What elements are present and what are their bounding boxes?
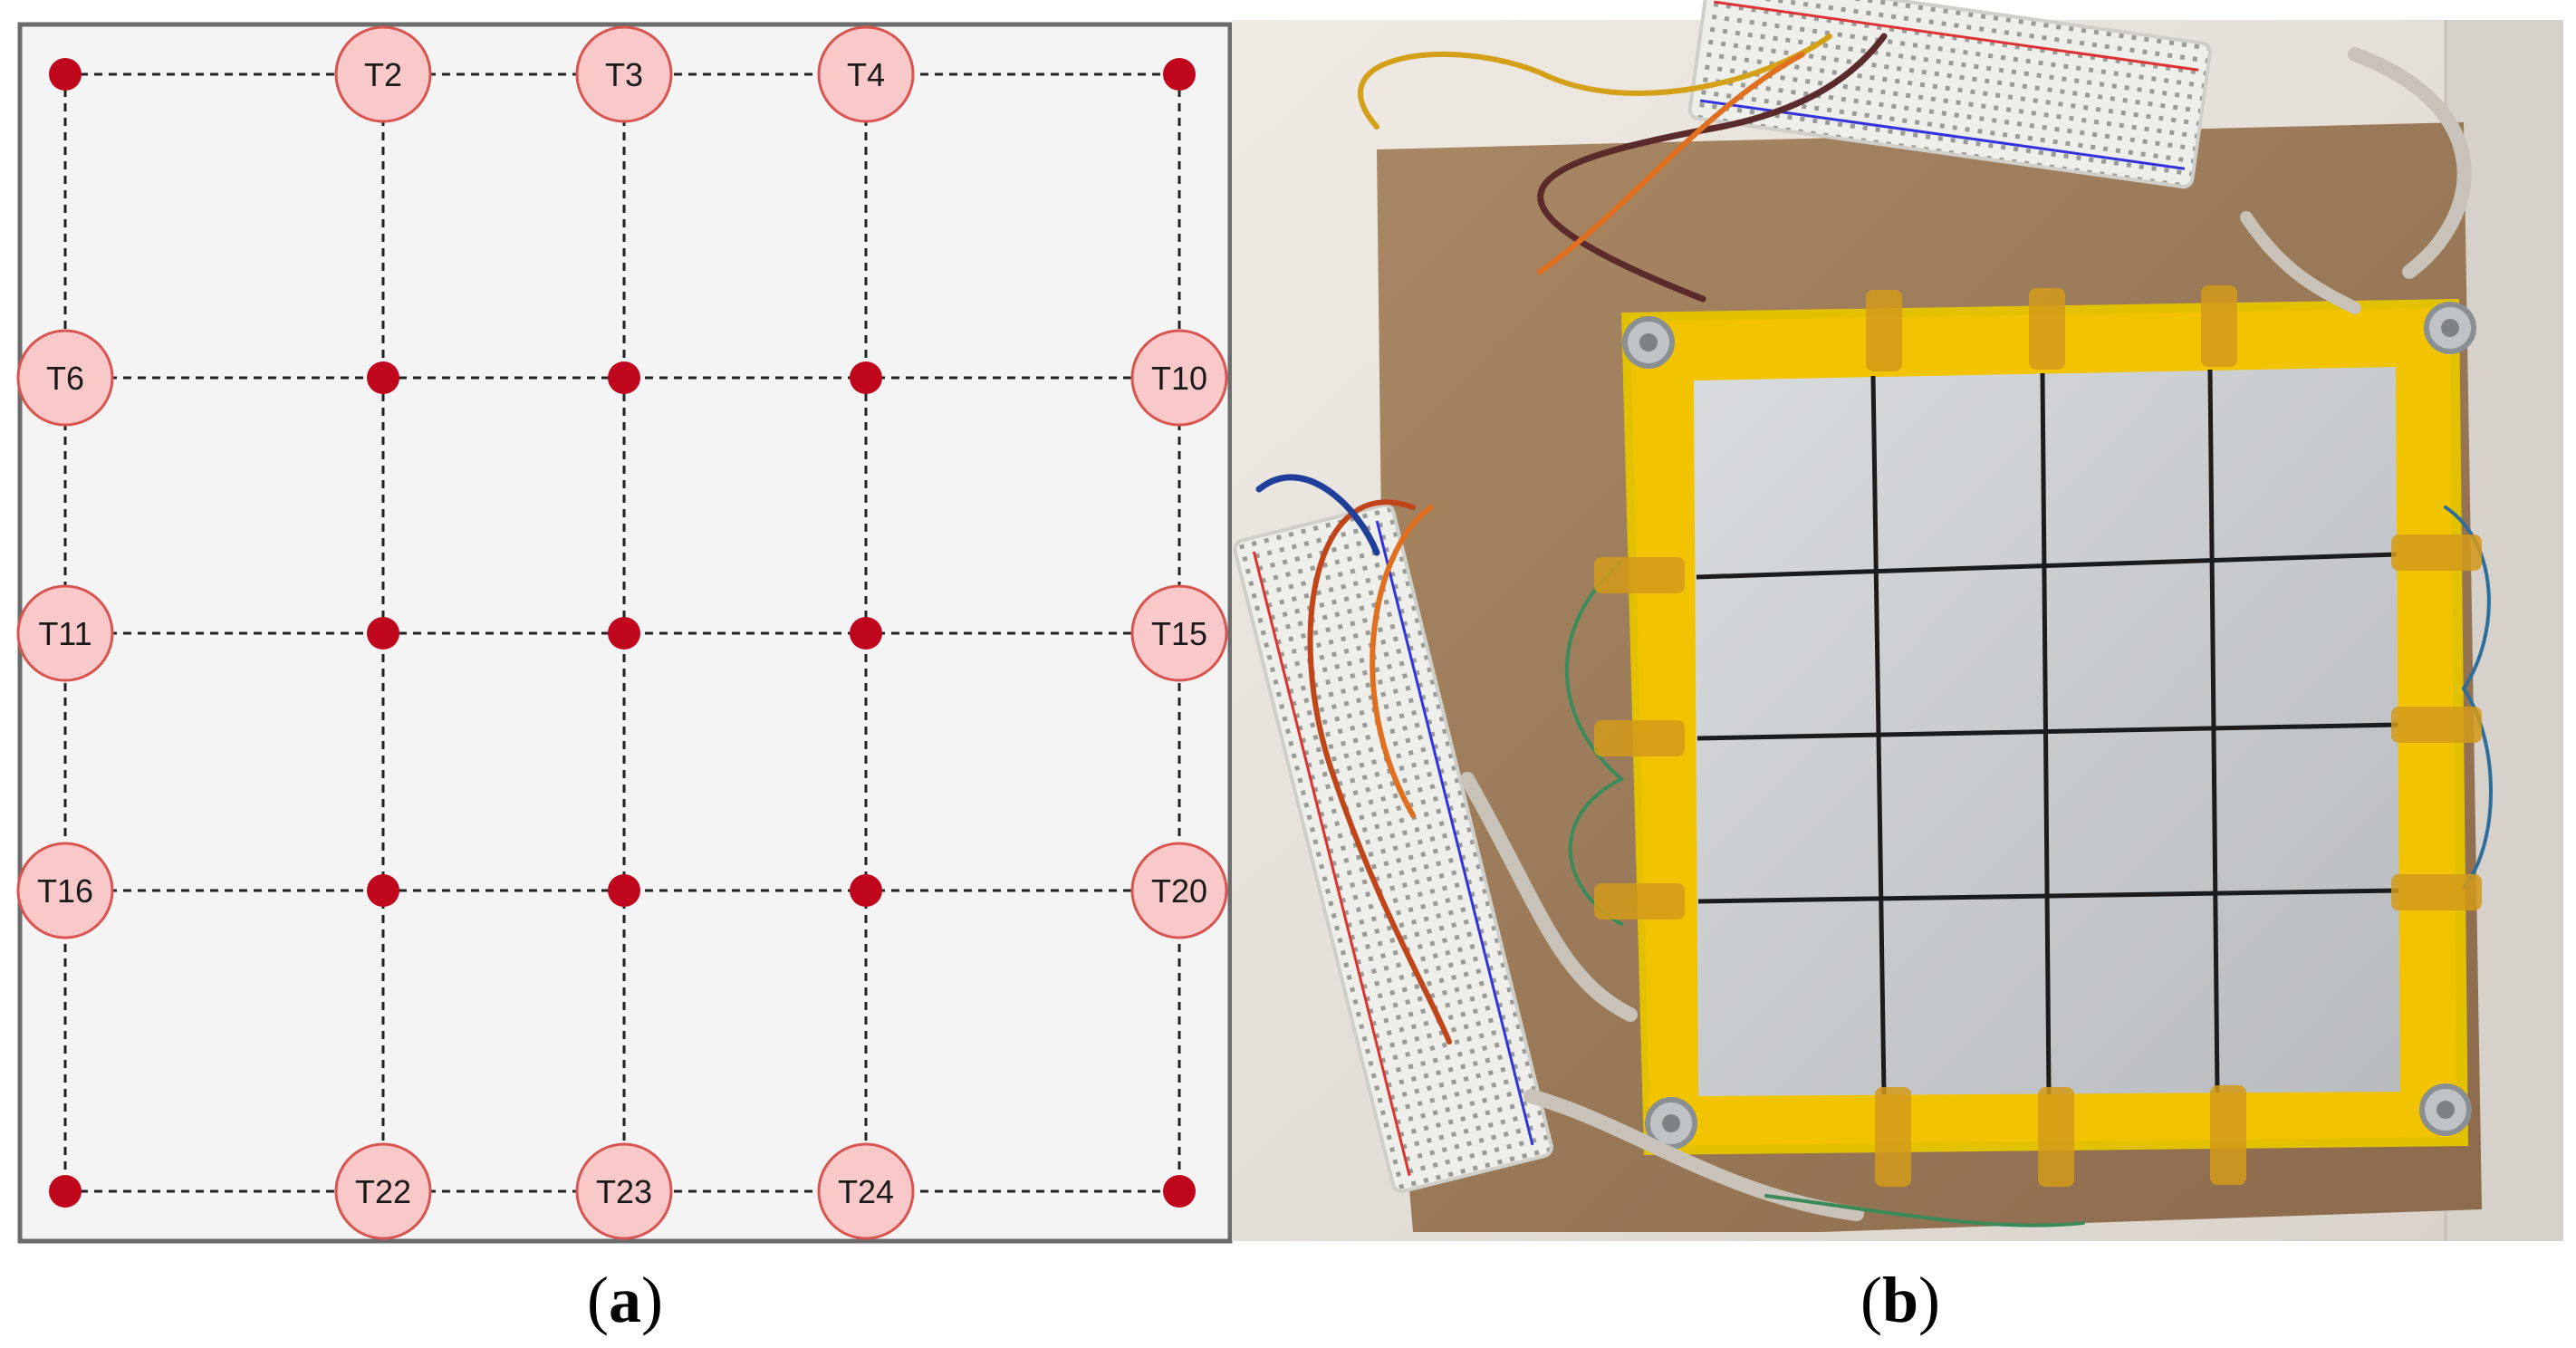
thermocouple-circle	[16, 842, 114, 939]
thermocouple-circle	[575, 1142, 673, 1240]
caption-a: (a)	[587, 1264, 663, 1336]
sensor-dot	[608, 874, 640, 907]
caption-a-letter: a	[609, 1264, 641, 1336]
sensor-dot	[367, 617, 399, 650]
thermocouple-label: T10	[1151, 360, 1207, 397]
bolt-icon	[2424, 302, 2476, 354]
caption-b: (b)	[1860, 1264, 1940, 1336]
sensor-dot	[850, 617, 882, 650]
thermocouple-marker: T22	[334, 1142, 432, 1240]
bolt-icon	[2419, 1083, 2472, 1136]
heated-plate	[1621, 299, 2476, 1155]
thermocouple-label: T20	[1151, 872, 1207, 910]
thermocouple-label: T2	[364, 56, 402, 93]
thermocouple-circle	[817, 25, 915, 123]
thermocouple-label: T15	[1151, 615, 1207, 652]
sensor-dot	[850, 874, 882, 907]
thermocouple-label: T24	[838, 1173, 894, 1210]
caption-b-letter: b	[1881, 1264, 1919, 1336]
sensor-dot	[1163, 58, 1196, 91]
thermocouple-marker: T10	[1130, 329, 1228, 427]
thermocouple-circle	[1130, 584, 1228, 682]
thermocouple-circle	[334, 25, 432, 123]
thermocouple-marker: T11	[16, 584, 114, 682]
thermocouple-circle	[16, 584, 114, 682]
thermocouple-circle	[334, 1142, 432, 1240]
thermocouple-label: T4	[847, 56, 885, 93]
thermocouple-marker: T15	[1130, 584, 1228, 682]
sensor-dots	[49, 58, 1196, 1208]
test-rig-photo	[1232, 0, 2563, 1241]
thermocouple-marker: T16	[16, 842, 114, 939]
thermocouple-marker: T24	[817, 1142, 915, 1240]
thermocouple-marker: T20	[1130, 842, 1228, 939]
thermocouple-circle	[16, 329, 114, 427]
sensor-dot	[367, 874, 399, 907]
thermocouple-label: T3	[605, 56, 643, 93]
thermocouple-marker: T6	[16, 329, 114, 427]
thermocouple-circle	[1130, 842, 1228, 939]
bolt-icon	[1622, 316, 1675, 369]
thermocouple-circle	[817, 1142, 915, 1240]
thermocouple-label: T11	[38, 615, 91, 652]
kapton-tape-icon	[1594, 285, 2482, 1187]
thermocouple-marker: T4	[817, 25, 915, 123]
wire-icon	[1255, 33, 2493, 1228]
thermocouple-circle	[575, 25, 673, 123]
thermocouple-marker: T3	[575, 25, 673, 123]
sensor-dot	[49, 58, 82, 91]
sensor-dot	[367, 361, 399, 394]
thermocouple-label: T22	[355, 1173, 411, 1210]
thermocouple-label: T23	[596, 1173, 652, 1210]
thermocouple-label: T16	[37, 872, 93, 910]
thermocouple-circle	[1130, 329, 1228, 427]
thermocouple-label: T6	[46, 360, 84, 397]
sensor-dot	[850, 361, 882, 394]
breadboard-icon	[1687, 0, 2212, 189]
sensor-dot	[608, 361, 640, 394]
sensor-dot	[49, 1175, 82, 1208]
sensor-dot	[1163, 1175, 1196, 1208]
sensor-dot	[608, 617, 640, 650]
thermocouple-marker: T23	[575, 1142, 673, 1240]
thermocouple-marker: T2	[334, 25, 432, 123]
